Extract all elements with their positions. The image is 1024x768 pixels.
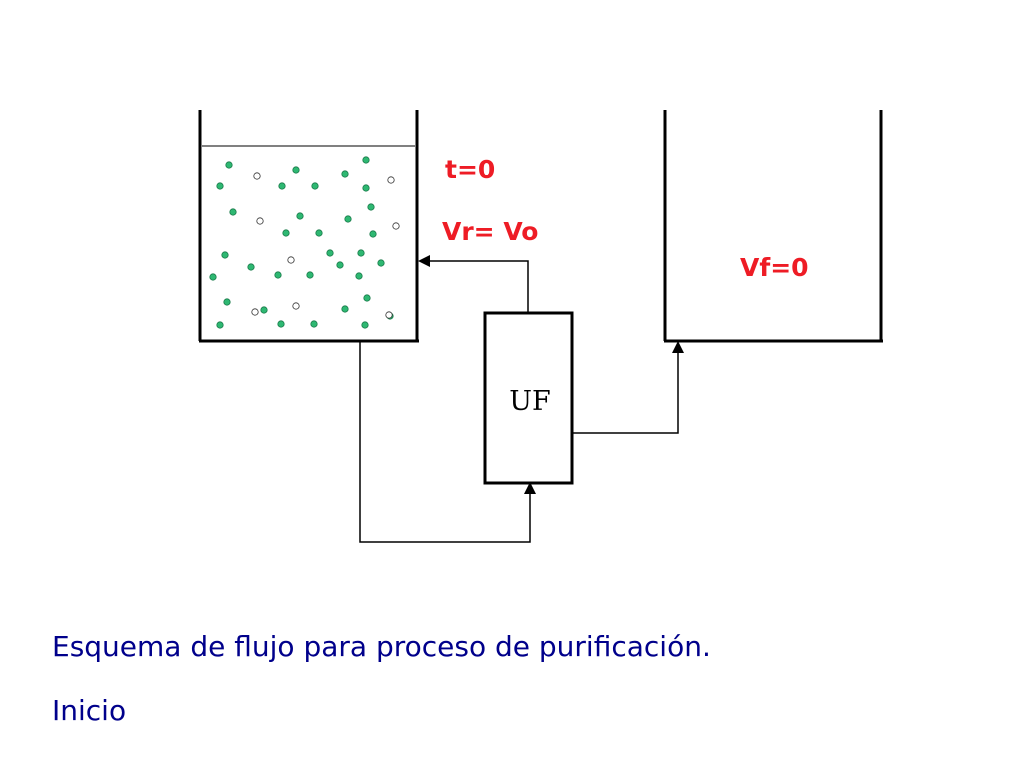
time-label: t=0 [445,155,495,184]
solute-particle [282,229,290,237]
retentate-return-line [418,255,529,313]
uf-unit: UF [483,311,574,485]
solute-particle [287,256,295,264]
solute-particle [223,298,231,306]
solute-particle [336,261,344,269]
caption-subtitle: Inicio [52,694,127,727]
solute-particle [341,305,349,313]
solute-particle [367,203,375,211]
filtrate-line [572,341,684,434]
solute-particle [216,321,224,329]
solute-particle [216,182,224,190]
solute-particles [209,156,400,329]
solute-particle [377,259,385,267]
solute-particle [311,182,319,190]
solute-particle [274,271,282,279]
solute-particle [251,308,259,316]
solute-particle [278,182,286,190]
solute-particle [344,215,352,223]
solute-particle [253,172,261,180]
solute-particle [385,311,393,319]
solute-particle [260,306,268,314]
solute-particle [292,302,300,310]
feed-line [359,341,536,543]
solute-particle [292,166,300,174]
solute-particle [277,320,285,328]
solute-particle [326,249,334,257]
solute-particle [357,249,365,257]
solute-particle [361,321,369,329]
retentate-volume-label: Vr= Vo [442,217,538,246]
solute-particle [392,222,400,230]
solute-particle [225,161,233,169]
solute-particle [369,230,377,238]
solute-particle [229,208,237,216]
solute-particle [362,156,370,164]
caption-title: Esquema de flujo para proceso de purific… [52,630,711,663]
solute-particle [315,229,323,237]
solute-particle [355,272,363,280]
retentate-tank [198,110,419,343]
solute-particle [221,251,229,259]
solute-particle [256,217,264,225]
solute-particle [387,176,395,184]
solute-particle [362,184,370,192]
solute-particle [310,320,318,328]
uf-unit-label: UF [509,386,551,417]
solute-particle [247,263,255,271]
solute-particle [209,273,217,281]
solute-particle [306,271,314,279]
filtrate-volume-label: Vf=0 [740,253,809,282]
filtrate-tank [663,110,883,343]
uf-unit-box [483,311,574,485]
solute-particle [363,294,371,302]
solute-particle [341,170,349,178]
solute-particle [296,212,304,220]
